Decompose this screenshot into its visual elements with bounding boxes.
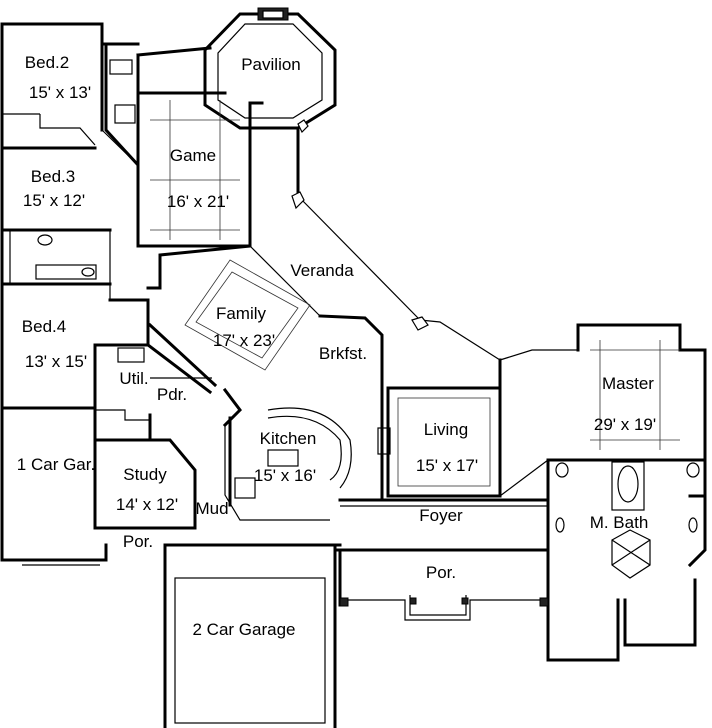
label-bed2-size: 15' x 13' (29, 83, 91, 102)
label-brkfst: Brkfst. (319, 344, 367, 363)
label-bed4-name: Bed.4 (22, 317, 66, 336)
label-family-name: Family (216, 304, 267, 323)
label-por-main: Por. (426, 563, 456, 582)
label-car2: 2 Car Garage (193, 620, 296, 639)
label-mud: Mud (195, 499, 228, 518)
label-car1: 1 Car Gar. (17, 455, 95, 474)
label-living-size: 15' x 17' (416, 456, 478, 475)
label-kitchen-size: 15' x 16' (254, 466, 316, 485)
label-bed2-name: Bed.2 (25, 53, 69, 72)
room-labels: Bed.2 15' x 13' Pavilion Game 16' x 21' … (17, 53, 656, 639)
label-util: Util. (119, 369, 148, 388)
label-family-size: 17' x 23' (213, 331, 275, 350)
label-living-name: Living (424, 420, 468, 439)
label-bed3-name: Bed.3 (31, 167, 75, 186)
label-master-name: Master (602, 374, 654, 393)
label-study-size: 14' x 12' (116, 495, 178, 514)
label-master-size: 29' x 19' (594, 415, 656, 434)
label-veranda: Veranda (290, 261, 354, 280)
label-pavilion: Pavilion (241, 55, 301, 74)
label-study-name: Study (123, 465, 167, 484)
label-pdr: Pdr. (157, 385, 187, 404)
walls (0, 7, 707, 728)
label-bed3-size: 15' x 12' (23, 191, 85, 210)
label-kitchen-name: Kitchen (260, 429, 317, 448)
label-game-size: 16' x 21' (167, 192, 229, 211)
ceiling-details (35, 59, 700, 607)
label-mbath: M. Bath (590, 513, 649, 532)
label-bed4-size: 13' x 15' (25, 352, 87, 371)
label-foyer: Foyer (419, 506, 463, 525)
label-game-name: Game (170, 146, 216, 165)
label-por-small: Por. (123, 532, 153, 551)
